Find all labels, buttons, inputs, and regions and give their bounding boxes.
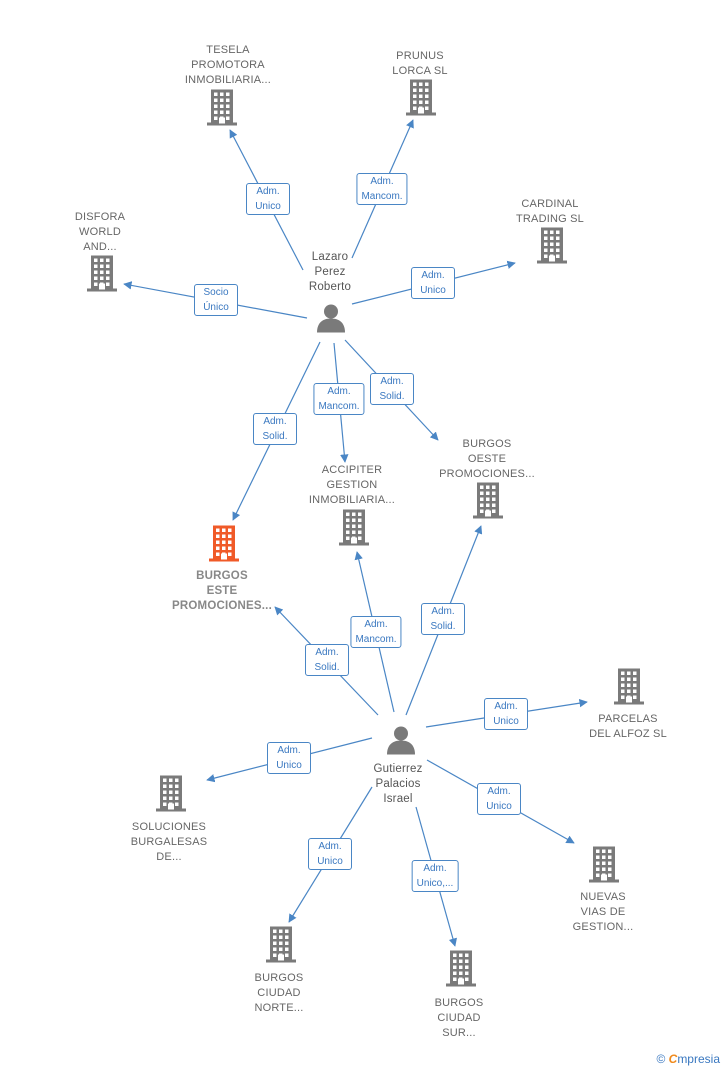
edge-label-gutierrez-ciudad_sur[interactable]: Adm. Unico,... — [411, 860, 459, 892]
edge-label-lazaro-prunus[interactable]: Adm. Mancom. — [356, 173, 408, 205]
edge-label-lazaro-disfora[interactable]: Socio Único — [194, 284, 238, 316]
company-label-accipiter[interactable]: ACCIPITER GESTION INMOBILIARIA... — [308, 464, 396, 506]
building-icon[interactable] — [473, 482, 503, 524]
edge-label-gutierrez-ciudad_norte[interactable]: Adm. Unico — [308, 838, 352, 870]
company-label-ciudad-sur[interactable]: BURGOS CIUDAD SUR... — [434, 997, 484, 1039]
company-label-disfora[interactable]: DISFORA WORLD AND... — [74, 211, 126, 253]
edge-label-lazaro-burgos_este[interactable]: Adm. Solid. — [253, 413, 297, 445]
company-label-nuevas[interactable]: NUEVAS VIAS DE GESTION... — [572, 891, 634, 933]
person-label-lazaro[interactable]: Lazaro Perez Roberto — [308, 251, 352, 293]
company-label-tesela[interactable]: TESELA PROMOTORA INMOBILIARIA... — [184, 44, 272, 86]
edge-label-gutierrez-soluciones[interactable]: Adm. Unico — [267, 742, 311, 774]
building-icon[interactable] — [614, 668, 644, 710]
building-icon[interactable] — [207, 89, 237, 131]
building-icon[interactable] — [537, 227, 567, 269]
company-label-soluciones[interactable]: SOLUCIONES BURGALESAS DE... — [130, 821, 208, 863]
building-icon[interactable] — [266, 926, 296, 968]
company-label-ciudad-norte[interactable]: BURGOS CIUDAD NORTE... — [254, 972, 304, 1014]
company-label-burgos-este[interactable]: BURGOS ESTE PROMOCIONES... — [172, 570, 272, 612]
building-icon[interactable] — [339, 509, 369, 551]
person-label-gutierrez[interactable]: Gutierrez Palacios Israel — [373, 763, 423, 805]
company-label-burgos-oeste[interactable]: BURGOS OESTE PROMOCIONES... — [439, 438, 535, 480]
main-building-icon[interactable] — [209, 525, 239, 567]
person-icon[interactable] — [316, 303, 346, 338]
edge-label-gutierrez-burgos_oeste[interactable]: Adm. Solid. — [421, 603, 465, 635]
edge-label-gutierrez-parcelas[interactable]: Adm. Unico — [484, 698, 528, 730]
building-icon[interactable] — [446, 950, 476, 992]
building-icon[interactable] — [589, 846, 619, 888]
building-icon[interactable] — [406, 79, 436, 121]
edge-label-gutierrez-accipiter[interactable]: Adm. Mancom. — [350, 616, 402, 648]
person-icon[interactable] — [386, 725, 416, 760]
building-icon[interactable] — [87, 255, 117, 297]
company-label-cardinal[interactable]: CARDINAL TRADING SL — [515, 198, 585, 225]
copyright-icon: © — [656, 1052, 666, 1066]
company-label-parcelas[interactable]: PARCELAS DEL ALFOZ SL — [589, 713, 667, 740]
edge-label-lazaro-cardinal[interactable]: Adm. Unico — [411, 267, 455, 299]
edge-label-lazaro-burgos_oeste[interactable]: Adm. Solid. — [370, 373, 414, 405]
brand-footer: © Cmpresia — [656, 1052, 720, 1066]
edge-label-lazaro-accipiter[interactable]: Adm. Mancom. — [313, 383, 365, 415]
company-label-prunus[interactable]: PRUNUS LORCA SL — [392, 50, 448, 77]
edge-label-gutierrez-nuevas[interactable]: Adm. Unico — [477, 783, 521, 815]
brand-logo-initial: C — [668, 1052, 678, 1066]
brand-logo-text: mpresia — [677, 1052, 720, 1066]
building-icon[interactable] — [156, 775, 186, 817]
edge-label-gutierrez-burgos_este[interactable]: Adm. Solid. — [305, 644, 349, 676]
edge-label-lazaro-tesela[interactable]: Adm. Unico — [246, 183, 290, 215]
